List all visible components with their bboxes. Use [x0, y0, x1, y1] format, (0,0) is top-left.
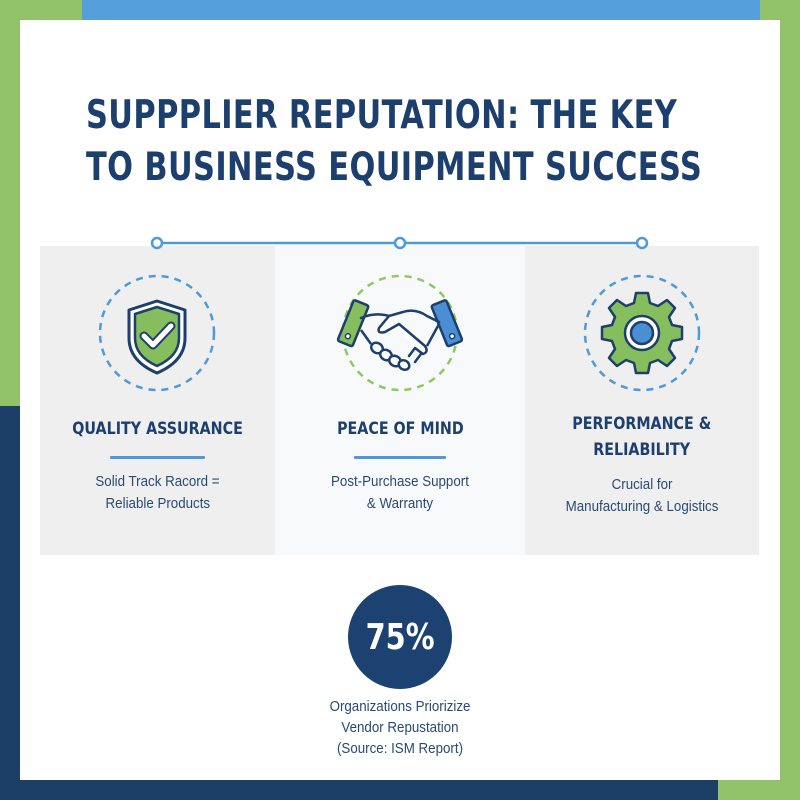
title-underline: [354, 456, 446, 459]
card-title: PERFORMANCE & RELIABILITY: [572, 414, 712, 460]
shield-check-icon: [40, 246, 275, 406]
stat-caption-line-2: Vendor Repustation: [341, 720, 459, 736]
card-quality-assurance: QUALITY ASSURANCE Solid Track Racord = R…: [40, 246, 275, 555]
card-title: PEACE OF MIND: [336, 419, 464, 439]
card-subtitle: Solid Track Racord = Reliable Products: [95, 474, 220, 512]
stat-circle: 75%: [348, 585, 452, 689]
frame-bottom-right-green: [718, 780, 800, 800]
stat-caption: Organizations Priorizize Vendor Repustat…: [250, 697, 550, 760]
stat-source: (Source: ISM Report): [336, 741, 464, 757]
page-title-line-1: SUPPPLIER REPUTATION: THE KEY: [86, 93, 678, 138]
title-underline: [110, 456, 205, 459]
card-performance-reliability: PERFORMANCE & RELIABILITY Crucial for Ma…: [525, 246, 759, 555]
page-title-line-2: TO BUSINESS EQUIPMENT SUCCESS: [86, 145, 703, 190]
page-title: SUPPPLIER REPUTATION: THE KEY TO BUSINES…: [86, 90, 702, 194]
card-subtitle: Post-Purchase Support & Warranty: [331, 474, 469, 512]
card-title: QUALITY ASSURANCE: [72, 419, 243, 439]
card-peace-of-mind: PEACE OF MIND Post-Purchase Support & Wa…: [275, 246, 525, 555]
stat-value: 75%: [365, 616, 435, 658]
handshake-icon: [275, 246, 525, 406]
frame-top-blue: [82, 0, 760, 20]
gear-icon: [525, 246, 759, 406]
card-subtitle: Crucial for Manufacturing & Logistics: [565, 477, 719, 515]
stat-caption-line-1: Organizations Priorizize: [329, 699, 471, 715]
